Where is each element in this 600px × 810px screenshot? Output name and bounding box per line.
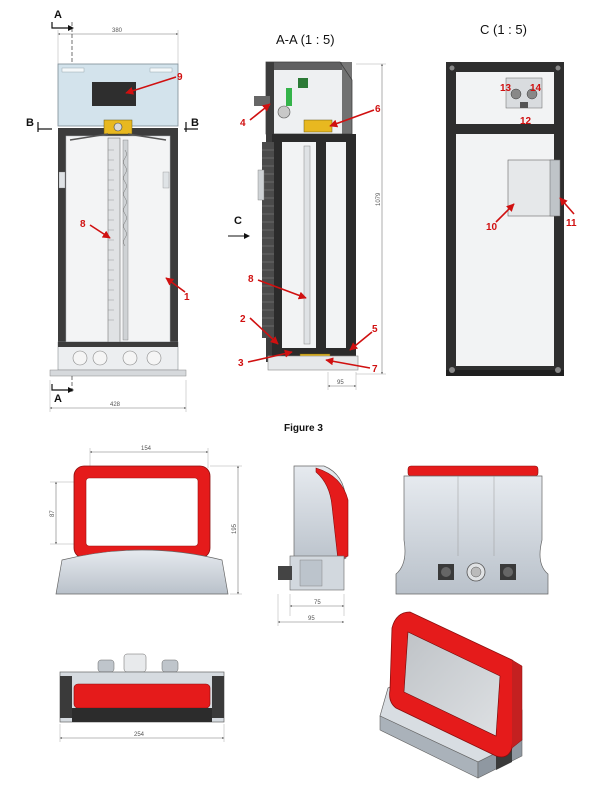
front-bottom-width-label: 428 [110,402,121,408]
section-view-title: A-A (1 : 5) [276,32,335,47]
monitor-total-height-label: 195 [232,523,238,534]
side-depth-label: 75 [314,600,321,606]
callout-5: 5 [372,324,378,335]
callout-9: 9 [177,72,183,83]
monitor-side-view: 75 95 [277,465,349,626]
side-total-depth-label: 95 [308,616,315,622]
callout-3: 3 [238,358,244,369]
section-view-a-a: A-A (1 : 5) 1079 [228,32,386,390]
callout-12: 12 [520,116,532,127]
figure-caption: Figure 3 [284,423,323,434]
callout-14: 14 [530,83,542,94]
callout-11: 11 [566,218,577,229]
callout-4: 4 [240,118,246,129]
section-b-right-marker: B [191,117,199,129]
monitor-bottom-view: 254 [59,653,225,742]
callout-2: 2 [240,314,246,325]
rear-view-title: C (1 : 5) [480,22,527,37]
view-c-marker: C [234,215,242,227]
monitor-screen [85,477,199,547]
section-b-left-marker: B [26,117,34,129]
monitor-rear-view [395,465,549,595]
callout-7: 7 [372,364,378,375]
monitor-screen-height-label: 87 [50,510,56,517]
front-display-screen [92,82,136,106]
section-a-bottom-marker: A [54,393,62,405]
callout-1: 1 [184,292,190,303]
monitor-bottom-bezel [73,683,211,709]
callout-8-section: 8 [248,274,254,285]
iso-screen [403,631,501,737]
monitor-width-label: 154 [141,446,152,452]
callout-10: 10 [486,222,498,233]
callout-13: 13 [500,83,512,94]
front-view: 380 A B B [26,9,199,412]
monitor-isometric-view [379,611,523,779]
section-base-width-label: 95 [337,380,344,386]
rear-view-c: C (1 : 5) 13 14 12 10 11 [446,22,577,376]
section-height-label: 1079 [376,192,382,206]
front-top-width-label: 380 [112,28,123,34]
callout-8-front: 8 [80,219,86,230]
bottom-width-label: 254 [134,732,145,738]
callout-6: 6 [375,104,381,115]
monitor-front-view: 154 87 195 [50,446,242,595]
section-a-top-marker: A [54,9,62,21]
